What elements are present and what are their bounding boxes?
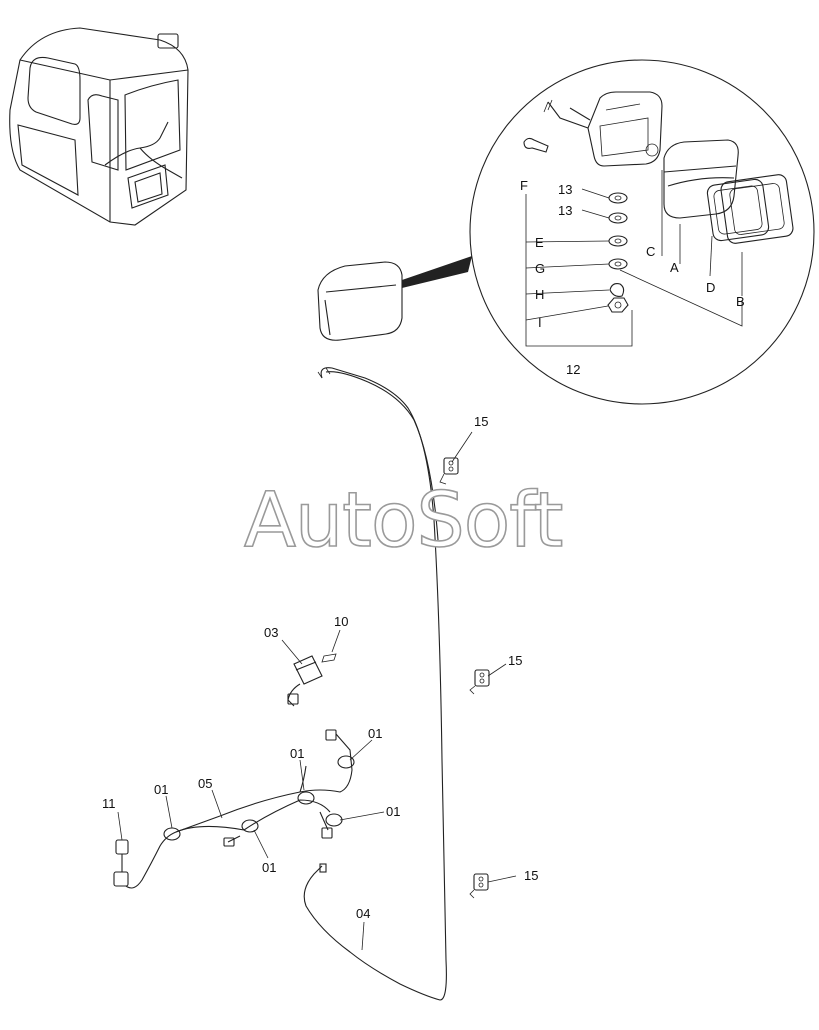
detail-view-circle [469, 59, 815, 405]
callout-E: E [535, 235, 544, 250]
callout-01-bottom: 01 [262, 860, 276, 875]
watermark: AutoSoft [244, 475, 562, 564]
callout-01-left: 01 [154, 782, 168, 797]
callout-10: 10 [334, 614, 348, 629]
callout-15-bottom: 15 [524, 868, 538, 883]
callout-05: 05 [198, 776, 212, 791]
bracket-bottom [469, 873, 489, 899]
callout-13-upper: 13 [558, 182, 572, 197]
work-light-lamp [317, 256, 472, 341]
callout-12: 12 [566, 362, 580, 377]
callout-03: 03 [264, 625, 278, 640]
callout-B: B [736, 294, 745, 309]
callout-15-top: 15 [474, 414, 488, 429]
wiring-harness [113, 729, 355, 889]
callout-11: 11 [102, 796, 116, 811]
switch-assembly [287, 653, 337, 707]
bracket-top [439, 457, 459, 485]
lamp-cable [303, 367, 447, 1001]
callout-H: H [535, 287, 544, 302]
callout-I: I [538, 315, 542, 330]
callout-13-lower: 13 [558, 203, 572, 218]
bracket-middle [469, 669, 490, 695]
cab-overview-drawing [9, 27, 189, 226]
callout-F: F [520, 178, 528, 193]
callout-01-right: 01 [386, 804, 400, 819]
callout-A: A [670, 260, 679, 275]
callout-01-center: 01 [290, 746, 304, 761]
callout-01-top-right: 01 [368, 726, 382, 741]
callout-G: G [535, 261, 545, 276]
callout-D: D [706, 280, 715, 295]
callout-15-middle: 15 [508, 653, 522, 668]
callout-04: 04 [356, 906, 370, 921]
callout-C: C [646, 244, 655, 259]
